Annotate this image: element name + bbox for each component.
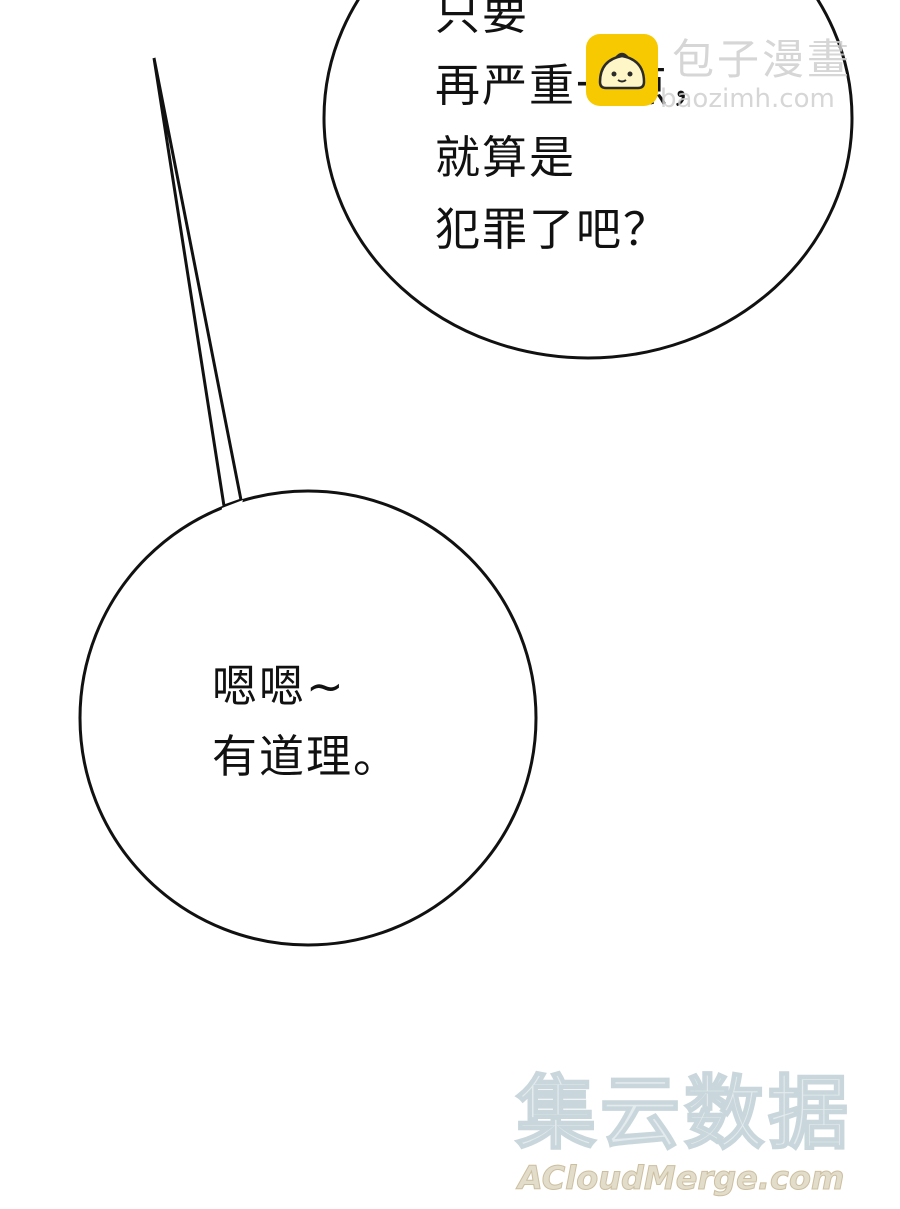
bun-logo-icon: [586, 34, 658, 106]
top-speech-bubble: [322, 0, 854, 360]
watermark-bottom-url: ACloudMerge.com: [517, 1159, 845, 1198]
top-bubble-text: 只要 再严重一点， 就算是 犯罪了吧？: [435, 0, 717, 266]
watermark-top-url: baozimh.com: [660, 84, 835, 114]
watermark-top: 包子漫畫 baozimh.com: [586, 34, 886, 114]
top-bubble-line: 就算是: [435, 131, 577, 184]
bottom-bubble-tail: [152, 57, 243, 509]
watermark-top-title: 包子漫畫: [672, 35, 853, 84]
watermark-bottom-title: 集云数据: [515, 1066, 852, 1161]
top-bubble-line: 再严重一点，: [435, 59, 718, 112]
top-bubble-line: 只要: [435, 0, 530, 40]
top-bubble-line: 犯罪了吧？: [435, 203, 671, 256]
watermark-bottom: 集云数据 ACloudMerge.com: [512, 1066, 892, 1201]
bottom-speech-bubble: [78, 489, 538, 947]
bottom-bubble-line: 有道理。: [212, 730, 401, 783]
bottom-bubble-line: 嗯嗯~: [212, 660, 346, 713]
bottom-bubble-text: 嗯嗯~ 有道理。: [212, 652, 400, 792]
